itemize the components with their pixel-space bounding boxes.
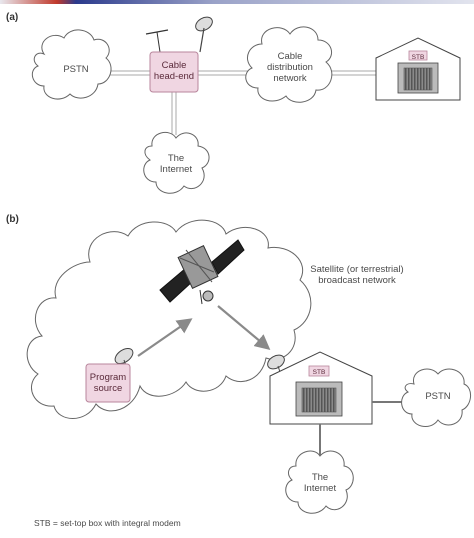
- stb-box-b: [308, 365, 330, 377]
- broadcast-cloud: [26, 219, 312, 419]
- internet-label-a-line1: The: [167, 153, 185, 164]
- downlink-arrow: [217, 305, 271, 350]
- footnote: STB = set-top box with integral modem: [34, 518, 181, 528]
- broadcast-label-line2: broadcast network: [318, 275, 396, 286]
- internet-cloud-a: [143, 131, 210, 194]
- uplink-arrow: [137, 318, 193, 357]
- headend-label-line2: head-end: [153, 71, 195, 82]
- broadcast-label-line1: Satellite (or terrestrial): [310, 264, 404, 275]
- headend-antenna-icon: [145, 29, 169, 53]
- panel-a-links: [108, 70, 376, 135]
- program-source-label-line1: Program: [89, 372, 127, 383]
- pstn-cloud-b: [401, 368, 471, 428]
- pstn-label-a: PSTN: [63, 64, 89, 75]
- internet-label-a-line2: Internet: [159, 164, 193, 175]
- panel-b-label: (b): [6, 214, 19, 225]
- pstn-label-b: PSTN: [425, 391, 451, 402]
- cable-headend-box: [149, 51, 199, 93]
- headend-dish-icon: [195, 16, 213, 53]
- headend-label-line1: Cable: [161, 60, 187, 71]
- stb-label-a: STB: [411, 54, 425, 61]
- satellite-icon: [159, 239, 245, 305]
- internet-label-b-line2: Internet: [303, 483, 337, 494]
- program-source-dish-icon: [114, 347, 134, 367]
- distribution-label-line3: network: [273, 73, 307, 84]
- program-source-label-line2: source: [93, 383, 123, 394]
- stb-box-a: [408, 50, 428, 61]
- house-b: [269, 351, 373, 425]
- top-accent-bar: [0, 0, 474, 4]
- house-a: [375, 37, 461, 101]
- stb-label-b: STB: [312, 369, 326, 376]
- panel-a-label: (a): [6, 12, 19, 23]
- internet-label-b-line1: The: [311, 472, 329, 483]
- internet-cloud-b: [285, 450, 354, 514]
- distribution-cloud: [245, 26, 333, 103]
- program-source-box: [85, 363, 131, 403]
- distribution-label-line1: Cable: [277, 51, 303, 62]
- distribution-label-line2: distribution: [267, 62, 313, 73]
- pstn-cloud-a: [31, 29, 112, 100]
